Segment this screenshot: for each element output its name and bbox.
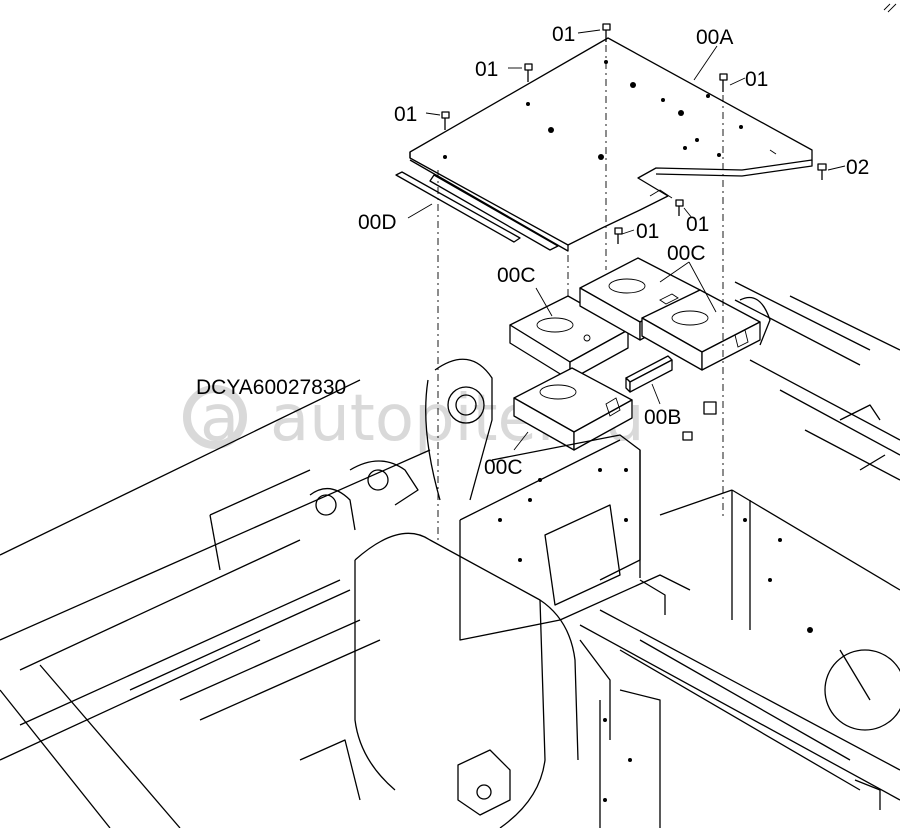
strip-00D	[395, 171, 559, 251]
callout-00C-right: 00C	[667, 242, 706, 265]
callout-02: 02	[846, 156, 869, 179]
corner-mark	[883, 3, 897, 13]
block-00C-lower	[513, 367, 633, 451]
bolts	[441, 23, 827, 441]
callout-00D: 00D	[358, 211, 397, 234]
leader-lines	[407, 29, 846, 451]
callout-01-lower-right: 01	[686, 213, 709, 236]
callout-00C-left: 00C	[497, 264, 536, 287]
callout-01-left: 01	[394, 103, 417, 126]
block-00C-upper-right	[641, 289, 761, 371]
callout-00C-lower: 00C	[484, 456, 523, 479]
callout-labels: 01 01 01 01 01 01 02 00A 00D 00C 00C 00C…	[196, 23, 869, 479]
machine-frame	[0, 281, 900, 828]
center-lines	[437, 45, 724, 545]
drawing-reference-code: DCYA60027830	[196, 376, 346, 399]
watermark-logo-glyph: a	[200, 382, 239, 456]
callout-00B: 00B	[644, 406, 681, 429]
bar-00B	[625, 355, 673, 393]
block-00C-upper-left	[509, 295, 629, 381]
callout-00A: 00A	[696, 26, 733, 49]
callout-01-upper-left: 01	[475, 58, 498, 81]
callout-01-lower: 01	[636, 220, 659, 243]
cover-plate-00A	[409, 37, 813, 252]
callout-01-right: 01	[745, 68, 768, 91]
callout-01-top: 01	[552, 23, 575, 46]
